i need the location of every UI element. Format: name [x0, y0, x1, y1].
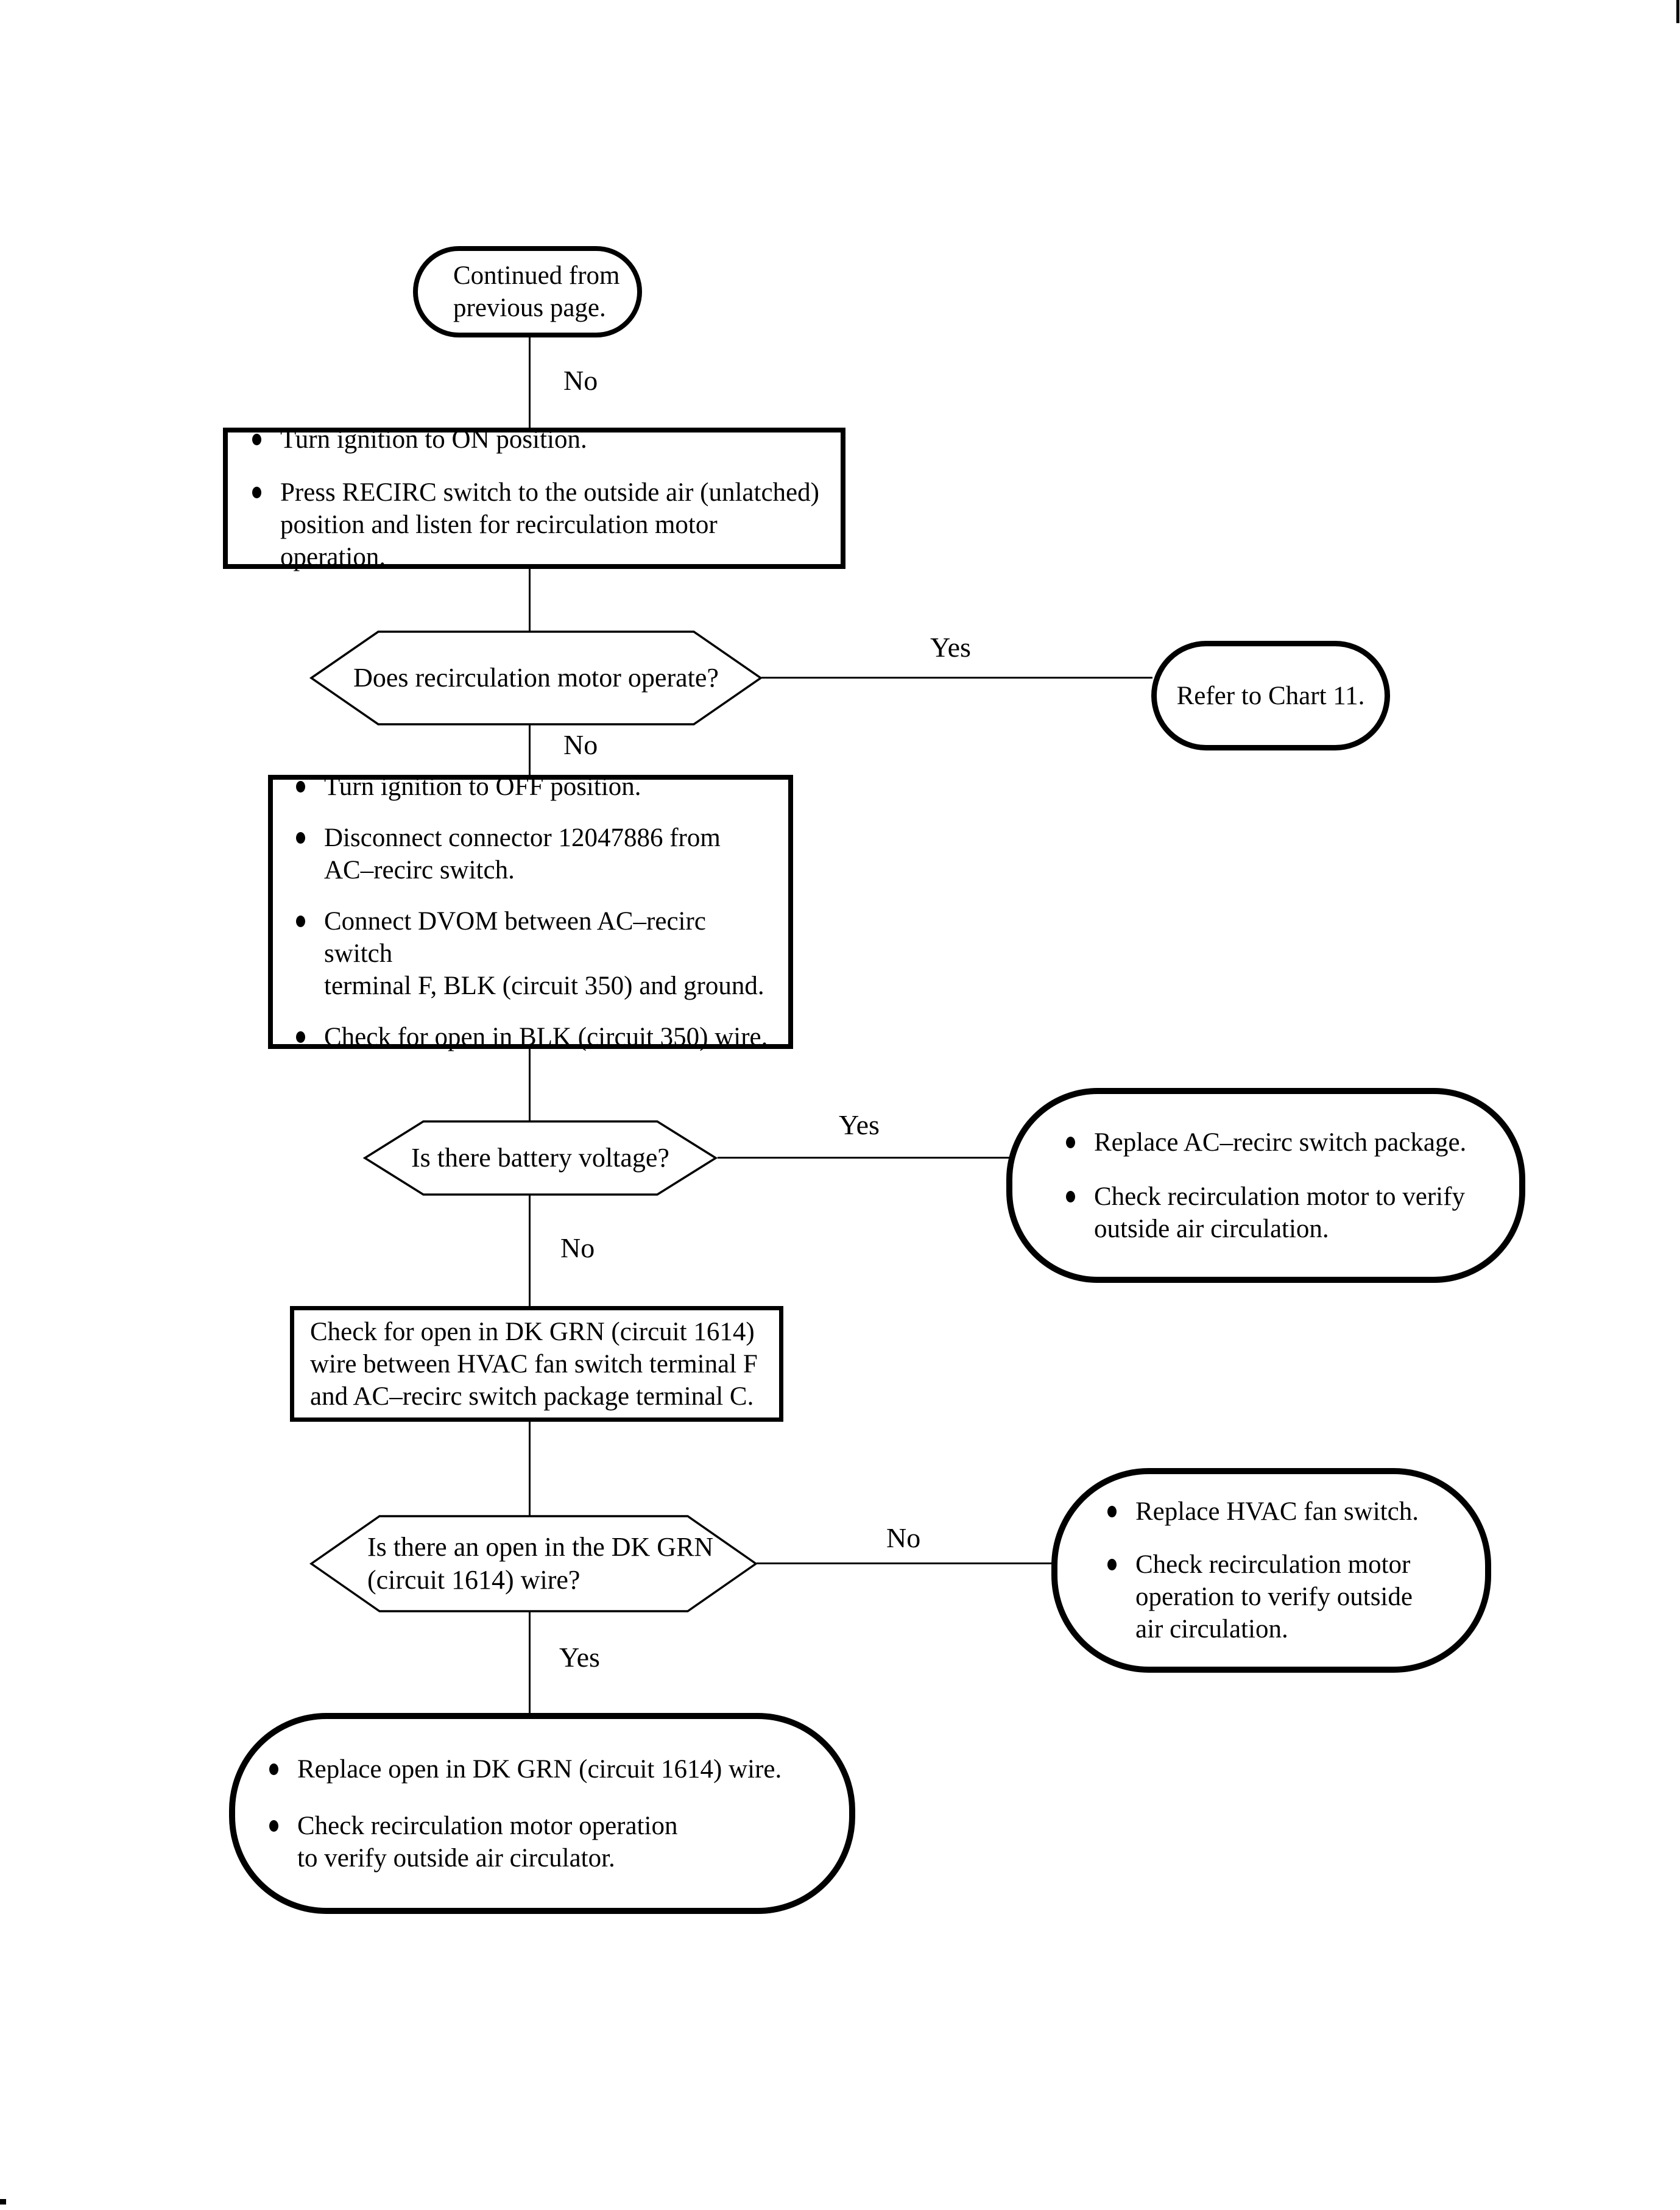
connector-start-to-step1	[529, 336, 531, 429]
terminal-text-line: Continued from	[453, 261, 620, 290]
edge-label-no-2: No	[563, 729, 598, 760]
bullet-line: Disconnect connector 12047886 from	[324, 824, 721, 852]
bullet-icon	[1107, 1559, 1117, 1570]
hexagon-shape	[363, 1120, 718, 1196]
bullet-icon	[252, 434, 261, 445]
bullet-item: Replace HVAC fan switch.	[1107, 1495, 1473, 1528]
bullet-line: operation to verify outside	[1135, 1583, 1413, 1611]
process-check-blk-circuit: Turn ignition to OFF position. Disconnec…	[268, 772, 793, 1051]
bullet-icon	[296, 781, 305, 793]
bullet-item: Replace AC–recirc switch package.	[1066, 1126, 1501, 1159]
bullet-item: Check recirculation motor operation to v…	[1107, 1548, 1473, 1645]
edge-label-no-1: No	[563, 365, 598, 396]
edge-label-no-4: No	[886, 1522, 921, 1553]
decision-question-line: (circuit 1614) wire?	[367, 1565, 581, 1595]
hexagon-shape	[309, 630, 763, 725]
edge-label-no-3: No	[560, 1232, 595, 1263]
process-text-line: Check for open in DK GRN (circuit 1614)	[310, 1317, 755, 1346]
bullet-item: Check recirculation motor to verify outs…	[1066, 1181, 1501, 1245]
bullet-line: position and listen for recirculation mo…	[280, 510, 718, 571]
bullet-icon	[1066, 1136, 1075, 1148]
bullet-line: Replace AC–recirc switch package.	[1094, 1128, 1467, 1157]
bullet-line: Check recirculation motor to verify	[1094, 1182, 1465, 1211]
bullet-line: Turn ignition to ON position.	[280, 425, 587, 454]
bullet-line: Check for open in BLK (circuit 350) wire…	[324, 1023, 768, 1051]
bullet-line: Turn ignition to OFF position.	[324, 772, 641, 801]
decision-open-dk-grn-wire: Is there an open in the DK GRN (circuit …	[309, 1514, 758, 1613]
bullet-icon	[296, 1031, 305, 1043]
bullet-line: AC–recirc switch.	[324, 856, 515, 884]
hexagon-shape	[309, 1515, 758, 1612]
terminal-replace-hvac-fan-switch: Replace HVAC fan switch. Check recircula…	[1051, 1468, 1491, 1673]
bullet-icon	[296, 832, 305, 844]
bullet-item: Check recirculation motor operation to v…	[269, 1810, 837, 1874]
bullet-line: Check recirculation motor	[1135, 1550, 1411, 1579]
bullet-item: Check for open in BLK (circuit 350) wire…	[296, 1021, 776, 1053]
bullet-icon	[269, 1820, 278, 1832]
connector-decision2-no	[529, 1195, 531, 1307]
process-text-line: and AC–recirc switch package terminal C.	[310, 1382, 754, 1411]
process-turn-ignition-on: Turn ignition to ON position. Press RECI…	[223, 425, 845, 571]
connector-decision1-no	[529, 725, 531, 776]
bullet-line: to verify outside air circulator.	[297, 1843, 615, 1873]
process-text-line: wire between HVAC fan switch terminal F	[310, 1349, 758, 1379]
process-check-dk-grn-wire: Check for open in DK GRN (circuit 1614) …	[290, 1306, 783, 1422]
bullet-icon	[269, 1763, 278, 1775]
scan-artifact-top-right	[1676, 0, 1679, 23]
bullet-line: Connect DVOM between AC–recirc switch	[324, 907, 706, 968]
decision-question: Is there battery voltage?	[411, 1143, 669, 1173]
connector-decision3-no	[757, 1562, 1055, 1564]
decision-question: Does recirculation motor operate?	[353, 663, 719, 693]
bullet-line: Replace open in DK GRN (circuit 1614) wi…	[297, 1754, 782, 1784]
bullet-item: Connect DVOM between AC–recirc switch te…	[296, 905, 776, 1002]
bullet-icon	[252, 487, 261, 498]
decision-question-line: Is there an open in the DK GRN	[367, 1532, 714, 1562]
connector-step2-to-decision2	[529, 1048, 531, 1121]
terminal-text-line: Refer to Chart 11.	[1176, 681, 1365, 710]
bullet-item: Turn ignition to ON position.	[252, 423, 828, 456]
connector-step1-to-decision1	[529, 568, 531, 631]
bullet-item: Replace open in DK GRN (circuit 1614) wi…	[269, 1753, 837, 1785]
bullet-line: terminal F, BLK (circuit 350) and ground…	[324, 972, 764, 1000]
terminal-text-line: previous page.	[453, 294, 606, 322]
scan-artifact-bottom-left	[0, 2199, 6, 2205]
bullet-line: Press RECIRC switch to the outside air (…	[280, 478, 819, 507]
connector-step3-to-decision3	[529, 1421, 531, 1516]
bullet-icon	[1107, 1506, 1117, 1517]
bullet-item: Disconnect connector 12047886 from AC–re…	[296, 822, 776, 886]
decision-recirculation-motor-operate: Does recirculation motor operate?	[309, 630, 763, 726]
decision-battery-voltage: Is there battery voltage?	[363, 1120, 718, 1196]
bullet-icon	[296, 916, 305, 927]
connector-decision2-yes	[718, 1157, 1010, 1159]
terminal-replace-open-dk-grn-wire: Replace open in DK GRN (circuit 1614) wi…	[229, 1713, 855, 1914]
edge-label-yes-3: Yes	[559, 1642, 600, 1673]
terminal-refer-to-chart-11: Refer to Chart 11.	[1151, 641, 1390, 750]
edge-label-yes-2: Yes	[839, 1109, 880, 1140]
bullet-line: air circulation.	[1135, 1615, 1288, 1643]
bullet-line: Check recirculation motor operation	[297, 1811, 678, 1840]
bullet-item: Turn ignition to OFF position.	[296, 771, 776, 803]
edge-label-yes-1: Yes	[930, 632, 971, 663]
terminal-continued-from-previous-page: Continued from previous page.	[413, 246, 642, 337]
connector-decision1-yes	[761, 677, 1152, 679]
connector-decision3-yes	[529, 1612, 531, 1714]
bullet-line: outside air circulation.	[1094, 1214, 1329, 1243]
bullet-item: Press RECIRC switch to the outside air (…	[252, 476, 828, 573]
bullet-line: Replace HVAC fan switch.	[1135, 1497, 1419, 1526]
terminal-replace-ac-recirc-switch: Replace AC–recirc switch package. Check …	[1006, 1088, 1525, 1283]
bullet-icon	[1066, 1190, 1075, 1202]
